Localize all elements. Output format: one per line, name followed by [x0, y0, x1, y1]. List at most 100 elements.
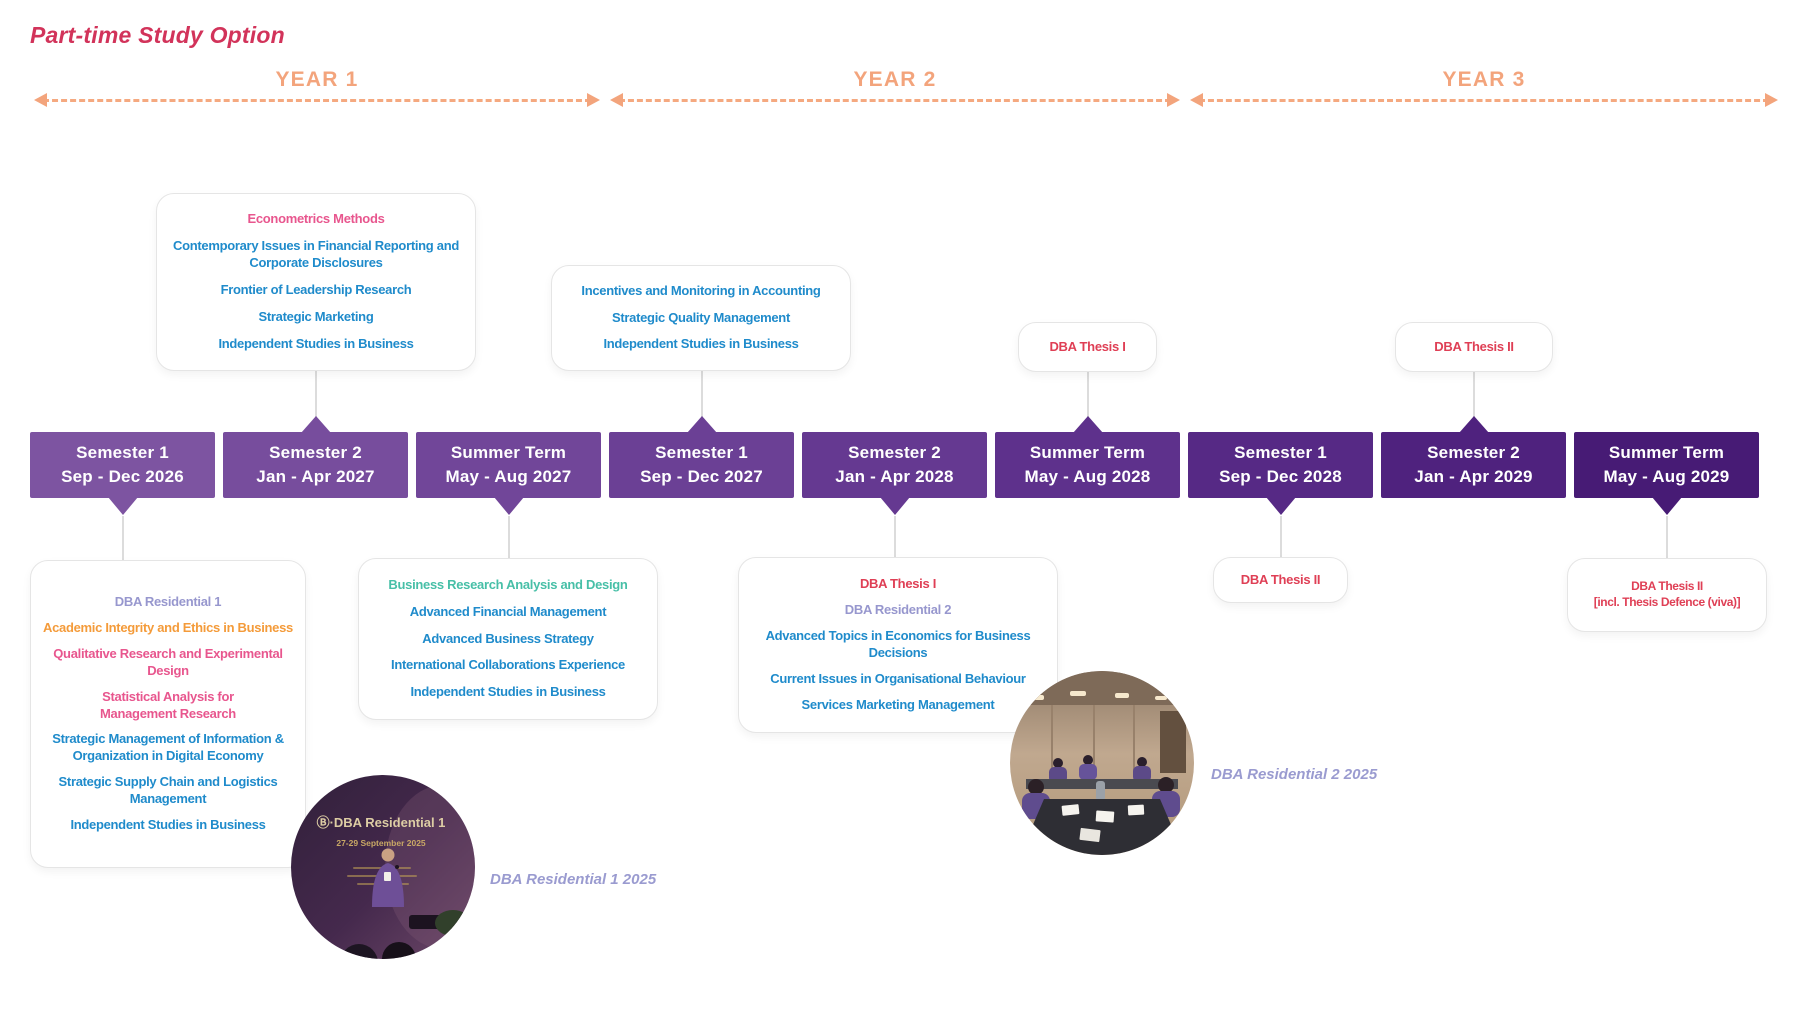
- ceiling-light: [1115, 693, 1129, 698]
- table-papers: [1095, 810, 1115, 823]
- course-item: Independent Studies in Business: [603, 336, 799, 352]
- arrowhead-left-icon: [1190, 93, 1203, 107]
- course-item: DBA Thesis II: [1240, 571, 1321, 587]
- speaker-jacket: [372, 863, 404, 907]
- speaker-badge: [384, 872, 391, 881]
- attendee-head: [1083, 755, 1093, 765]
- connector-notch-down-icon: [493, 497, 524, 515]
- room-door: [1160, 711, 1186, 773]
- microphone: [395, 865, 399, 869]
- dba-residential-1-photo-art: Ⓑ·DBA Residential 1 27-29 September 2025: [291, 775, 475, 959]
- attendee-head: [1028, 779, 1044, 795]
- semester-dates: Jan - Apr 2027: [256, 466, 375, 486]
- course-item: Advanced Topics in Economics for Busines…: [765, 628, 1031, 660]
- course-item: DBA Thesis I: [859, 576, 937, 592]
- page-title: Part-time Study Option: [30, 22, 285, 48]
- connector-line: [1280, 516, 1282, 558]
- attendee-head: [1053, 758, 1063, 768]
- year-3-dashed-line: [1199, 99, 1769, 102]
- arrowhead-right-icon: [1765, 93, 1778, 107]
- year-3-span: YEAR 3: [1190, 68, 1778, 110]
- connector-notch-up-icon: [1072, 416, 1103, 433]
- connector-line: [894, 516, 896, 558]
- ceiling-light: [1155, 696, 1167, 700]
- semester-dates: Sep - Dec 2027: [640, 466, 763, 486]
- water-bottle: [1096, 781, 1105, 801]
- semester-title: Semester 1: [655, 443, 748, 463]
- semester-title: Semester 2: [848, 443, 941, 463]
- connector-notch-down-icon: [1651, 497, 1682, 515]
- course-item: Incentives and Monitoring in Accounting: [581, 282, 821, 298]
- ceiling-light: [1070, 691, 1086, 696]
- dba-residential-2-photo-art: [1010, 671, 1194, 855]
- audience-head: [423, 947, 455, 959]
- stage-plant: [435, 910, 471, 936]
- semester-dates: Sep - Dec 2026: [61, 466, 184, 486]
- attendee-jacket: [1079, 764, 1097, 780]
- course-item: Strategic Quality Management: [612, 309, 790, 325]
- semester-dates: May - Aug 2028: [1024, 466, 1151, 486]
- connector-line: [1473, 372, 1475, 418]
- course-item: Frontier of Leadership Research: [220, 282, 412, 297]
- speaker-head: [381, 848, 395, 862]
- table-papers: [1061, 804, 1080, 816]
- course-item: Strategic Management of Information & Or…: [52, 731, 284, 764]
- banner-title: Ⓑ·DBA Residential 1: [317, 815, 446, 830]
- connector-notch-up-icon: [300, 416, 331, 433]
- table-papers: [1079, 827, 1101, 843]
- semester-dates: Jan - Apr 2028: [835, 466, 954, 486]
- semester-dates: May - Aug 2029: [1603, 466, 1730, 486]
- arrowhead-right-icon: [1167, 93, 1180, 107]
- connector-line: [508, 516, 510, 559]
- semester-title: Summer Term: [450, 443, 567, 463]
- course-item: Services Marketing Management: [801, 696, 995, 712]
- connector-notch-down-icon: [107, 497, 138, 515]
- course-item: Advanced Financial Management: [409, 603, 607, 619]
- course-item: Independent Studies in Business: [70, 817, 266, 832]
- course-item: Business Research Analysis and Design: [388, 576, 628, 592]
- thesis-callout-year3-sem2: DBA Thesis II: [1395, 322, 1553, 372]
- year-1-dashed-line: [43, 99, 591, 102]
- semester-title: Semester 1: [1234, 443, 1327, 463]
- course-item: Econometrics Methods: [247, 211, 385, 227]
- year-2-span: YEAR 2: [610, 68, 1180, 110]
- course-item: DBA Thesis I: [1049, 338, 1126, 354]
- banner-date: 27-29 September 2025: [336, 838, 426, 848]
- course-item: Independent Studies in Business: [410, 684, 606, 700]
- backdrop-swirl: [385, 785, 475, 949]
- connector-line: [1666, 516, 1668, 559]
- semester-title: Semester 2: [1427, 443, 1520, 463]
- dba-residential-2-photo: [1010, 671, 1194, 855]
- connector-line: [1087, 372, 1089, 418]
- thesis-callout-year3-sem1: DBA Thesis II: [1213, 557, 1348, 603]
- semester-title: Summer Term: [1029, 443, 1146, 463]
- course-item: Contemporary Issues in Financial Reporti…: [173, 238, 459, 271]
- semester-dates: Jan - Apr 2029: [1414, 466, 1533, 486]
- year-1-span: YEAR 1: [34, 68, 600, 110]
- connector-notch-down-icon: [879, 497, 910, 515]
- course-item: DBA Thesis II: [1434, 338, 1514, 354]
- course-item: Independent Studies in Business: [218, 335, 414, 351]
- attendee-head: [1158, 777, 1174, 793]
- front-table: [1020, 799, 1184, 855]
- table-papers: [1127, 804, 1145, 816]
- semester-box: Semester 1 Sep - Dec 2027: [609, 416, 794, 498]
- course-item: International Collaborations Experience: [391, 657, 625, 673]
- semester-title: Summer Term: [1608, 443, 1725, 463]
- arrowhead-left-icon: [34, 93, 47, 107]
- attendee-jacket: [1133, 766, 1151, 782]
- year-3-label: YEAR 3: [1442, 68, 1526, 91]
- connector-notch-down-icon: [1265, 497, 1296, 515]
- course-item: Strategic Supply Chain and Logistics Man…: [58, 774, 278, 807]
- photo-2-caption: DBA Residential 2 2025: [1211, 766, 1378, 783]
